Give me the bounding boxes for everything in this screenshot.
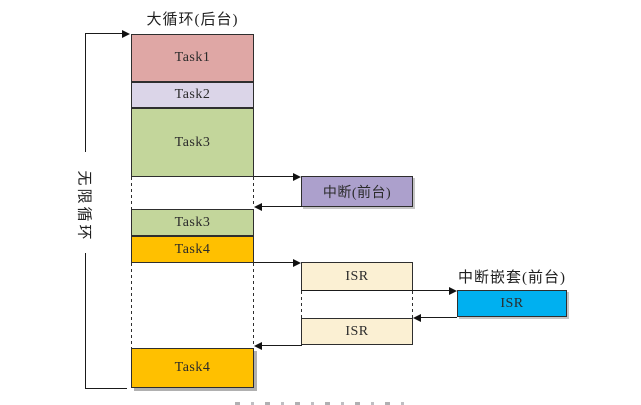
task-box-task4: Task4 <box>131 236 254 263</box>
loop-line-left-lower <box>85 253 86 389</box>
arrow-isr-request-head-icon <box>293 259 301 267</box>
arrow-nested-return-line <box>421 317 457 318</box>
isr-box-2: ISR <box>301 318 413 345</box>
loop-entry-arrowhead-icon <box>122 30 130 38</box>
dashed-guide-gap2-right <box>253 263 254 345</box>
interrupt-box: 中断(前台) <box>301 176 413 207</box>
background-loop-title: 大循环(后台) <box>146 12 239 28</box>
arrow-interrupt-request-line <box>254 176 294 177</box>
arrow-isr-return-line <box>262 345 302 346</box>
dashed-guide-gap2-left <box>131 263 132 348</box>
task-box-task1: Task1 <box>131 34 254 82</box>
arrow-nested-return-head-icon <box>413 314 421 322</box>
arrow-isr-return-head-icon <box>254 342 262 350</box>
dashed-guide-gap1-right <box>253 177 254 207</box>
task-box-task2: Task2 <box>131 82 254 108</box>
dashed-guide-isr-gap-right <box>412 291 413 318</box>
dashed-guide-gap1-left <box>131 177 132 209</box>
nested-interrupt-title: 中断嵌套(前台) <box>458 270 566 286</box>
nested-isr-box: ISR <box>457 290 567 317</box>
infinite-loop-label: 无限循环 <box>75 170 92 243</box>
arrow-interrupt-return-head-icon <box>254 203 262 211</box>
loop-line-top <box>85 33 123 34</box>
arrow-nested-request-head-icon <box>449 287 457 295</box>
arrow-isr-request-line <box>254 262 294 263</box>
arrow-interrupt-request-head-icon <box>293 173 301 181</box>
task-box-task3: Task3 <box>131 108 254 177</box>
arrow-nested-request-line <box>301 290 449 291</box>
dashed-guide-isr-gap-left <box>301 291 302 318</box>
isr-box-1: ISR <box>301 262 413 291</box>
arrow-interrupt-return-line <box>262 206 302 207</box>
loop-line-left-upper <box>85 33 86 152</box>
loop-line-bottom <box>85 388 127 389</box>
clipped-caption-fragment <box>235 402 415 405</box>
task-box-task3-resumed: Task3 <box>131 209 254 236</box>
task-box-task4-resumed: Task4 <box>131 348 254 388</box>
